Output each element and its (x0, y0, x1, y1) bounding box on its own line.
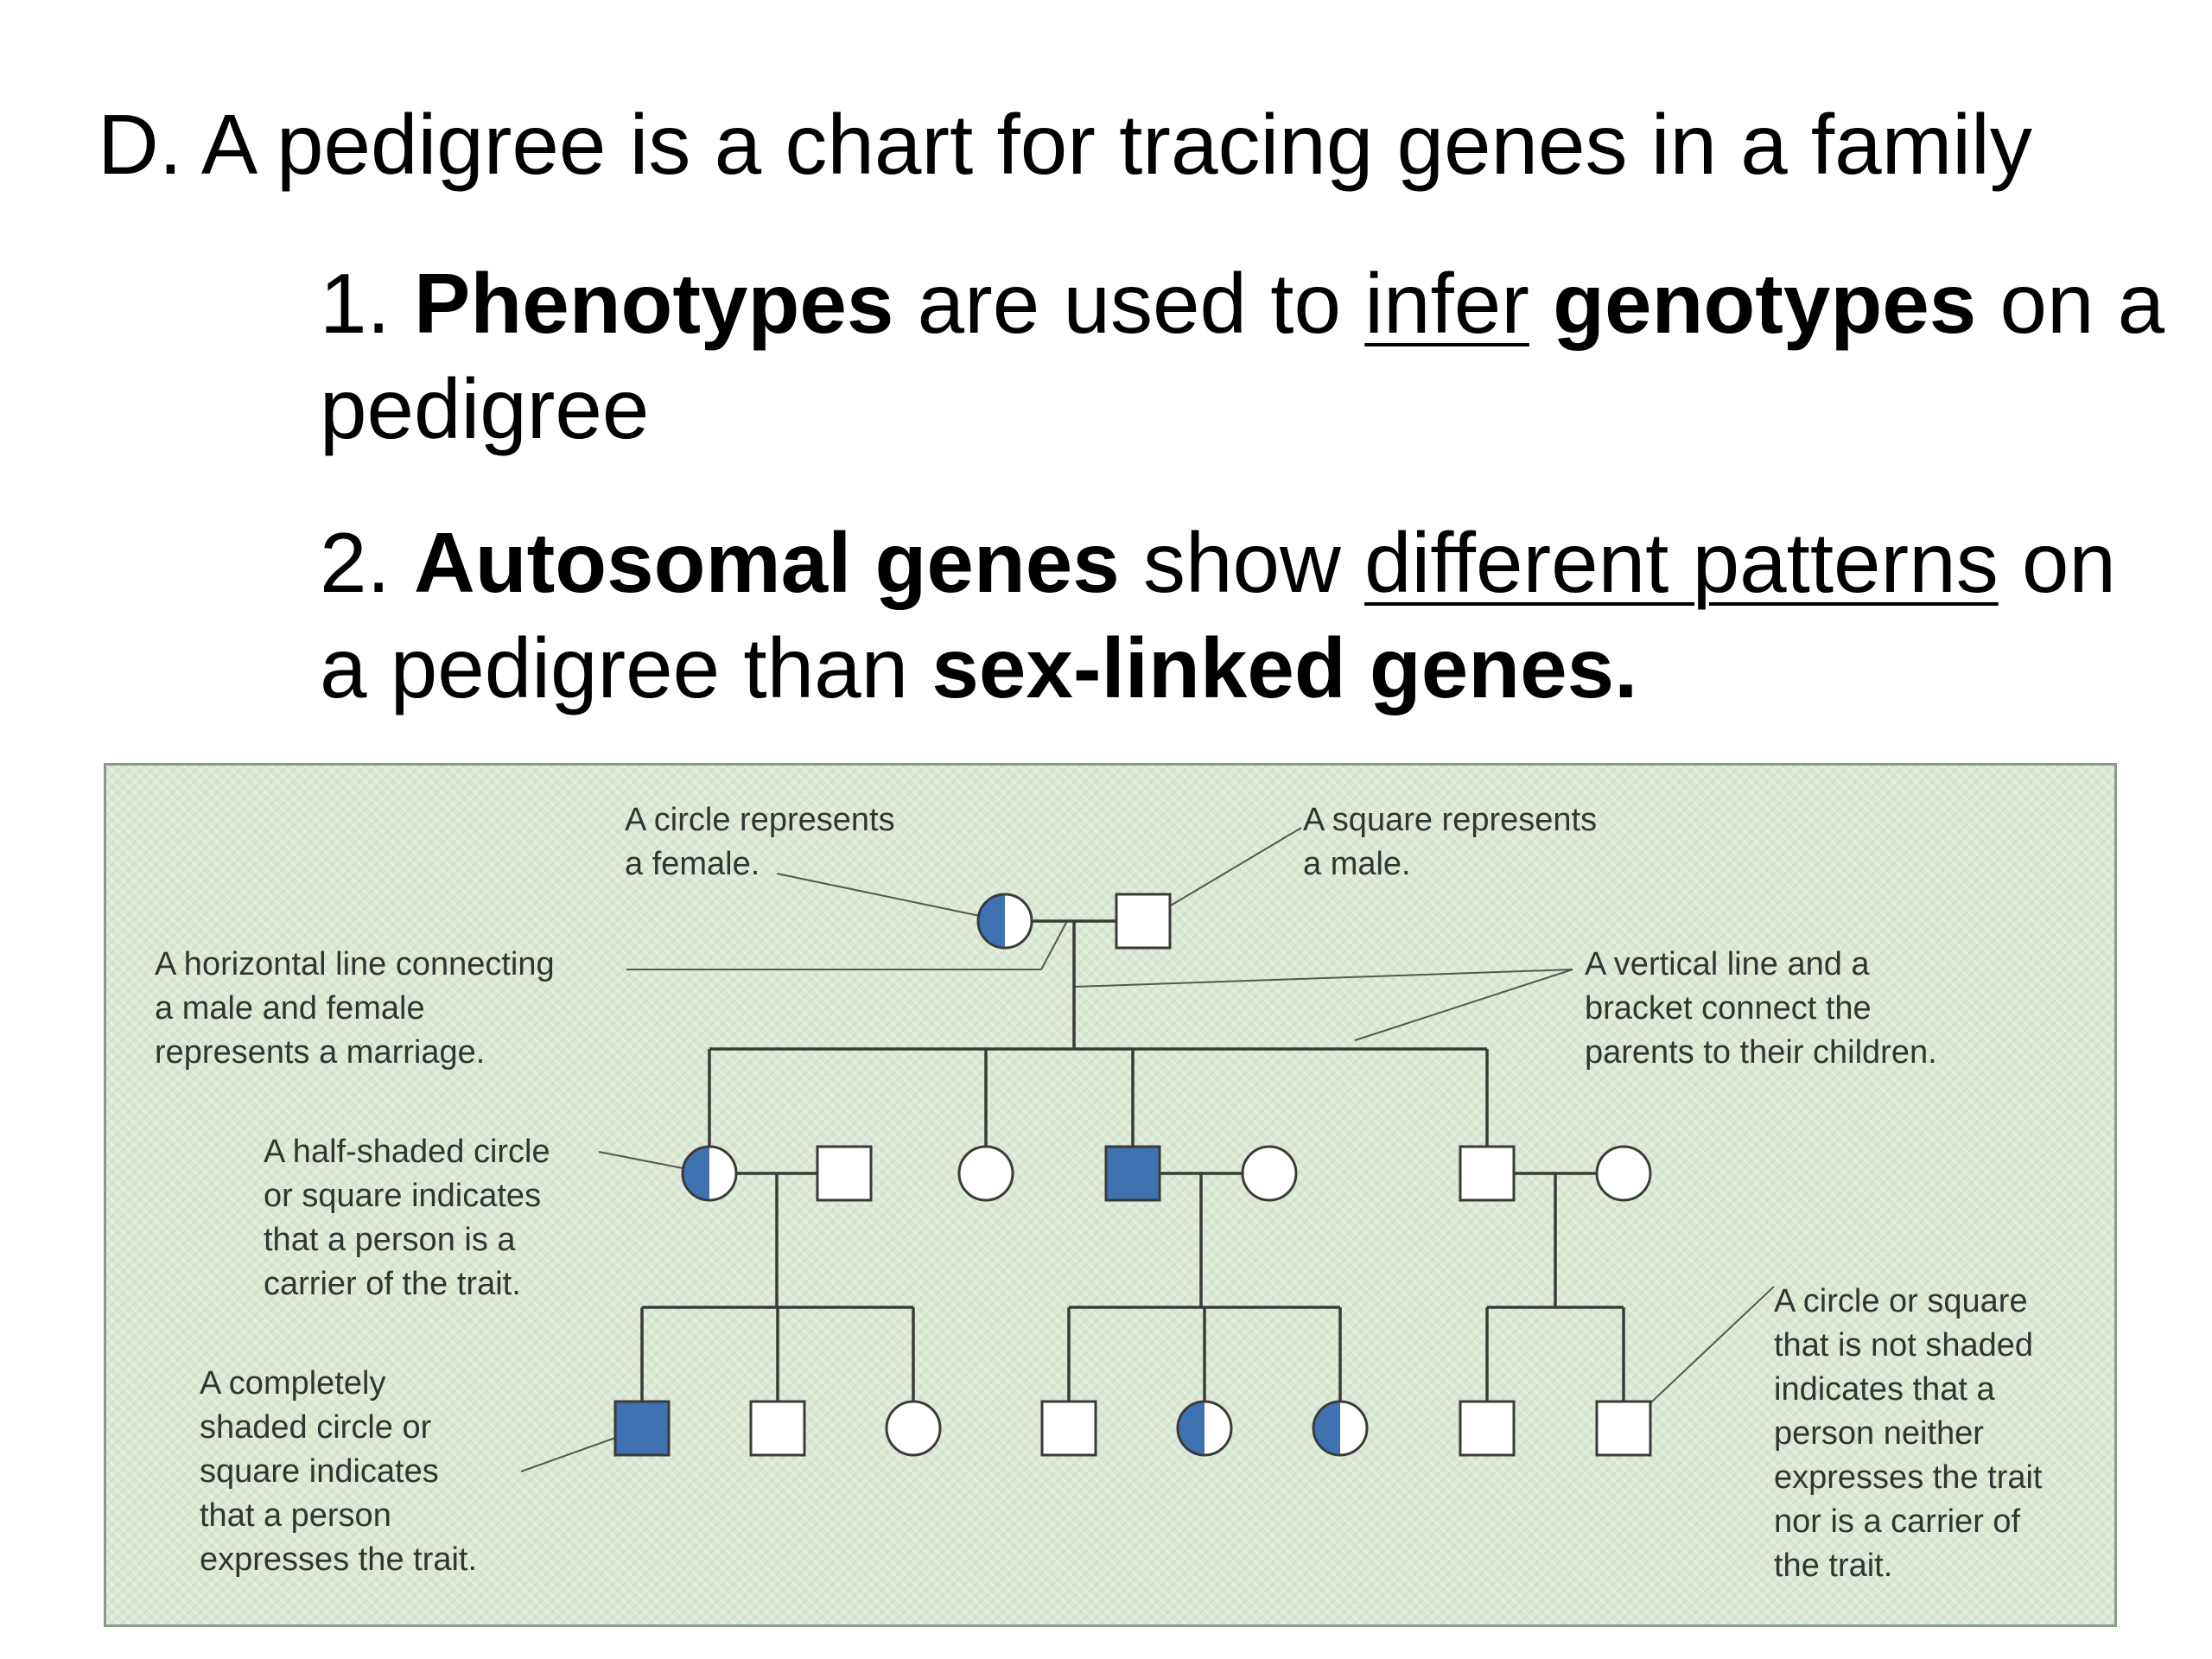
symbol-outline (885, 1400, 942, 1457)
point-1-number: 1. (320, 256, 414, 351)
half-shade (1313, 1402, 1340, 1455)
annotation-square-male: A square represents a male. (1303, 802, 1598, 882)
point-1: 1. Phenotypes are used to infer genotype… (320, 251, 2169, 461)
point-2-text-b: on a pedigree than (320, 515, 2116, 715)
person-gen2-2 (816, 1145, 873, 1202)
annotation-circle-female: A circle represents a female. (625, 802, 895, 882)
annotation-marriage-line: A horizontal line connecting a male and … (155, 946, 555, 1071)
annotation-not-shaded: A circle or square that is not shaded in… (1774, 1283, 2043, 1584)
person-gen2-1 (681, 1145, 738, 1202)
symbol-outline (613, 1400, 671, 1457)
point-1-text-a: are used to (893, 256, 1365, 351)
point-1-infer: infer (1364, 256, 1529, 351)
pointer-marriage-end (1040, 920, 1068, 970)
annotation-expresses-trait: A completely shaded circle or square ind… (200, 1365, 478, 1578)
symbol-outline (1104, 1145, 1161, 1202)
point-1-text-b (1529, 256, 1553, 351)
person-gen1-1 (976, 893, 1033, 950)
person-gen3-5 (1176, 1400, 1233, 1457)
point-2-different-patterns: different patterns (1364, 515, 1999, 610)
person-gen3-8 (1595, 1400, 1652, 1457)
symbol-outline (1115, 893, 1172, 950)
symbol-outline (749, 1400, 806, 1457)
person-gen2-4 (1104, 1145, 1161, 1202)
point-2-sex-linked-genes: sex-linked genes. (931, 620, 1638, 715)
point-1-phenotypes: Phenotypes (413, 256, 894, 351)
symbol-outline (1595, 1145, 1652, 1202)
person-gen2-7 (1595, 1145, 1652, 1202)
symbol-outline (681, 1145, 738, 1202)
symbol-outline (1312, 1400, 1369, 1457)
symbol-outline (976, 893, 1033, 950)
half-shade (683, 1147, 709, 1200)
pointer-square (1151, 827, 1302, 918)
pedigree-figure: A circle represents a female. A square r… (104, 763, 2117, 1627)
pointer-circle (776, 873, 1006, 922)
point-2-autosomal-genes: Autosomal genes (413, 515, 1120, 610)
symbol-outline (1459, 1145, 1516, 1202)
half-shade (1178, 1402, 1205, 1455)
pointer-bracket-b (1354, 969, 1573, 1041)
symbol-outline (816, 1145, 873, 1202)
symbol-outline (1595, 1400, 1652, 1457)
slide-heading: D. A pedigree is a chart for tracing gen… (98, 97, 2032, 192)
person-gen3-6 (1312, 1400, 1369, 1457)
person-gen2-6 (1459, 1145, 1516, 1202)
annotation-bracket: A vertical line and a bracket connect th… (1585, 946, 1937, 1071)
half-shade (978, 894, 1005, 948)
person-gen3-1 (613, 1400, 671, 1457)
symbol-outline (1040, 1400, 1097, 1457)
person-gen3-3 (885, 1400, 942, 1457)
symbol-outline (1459, 1400, 1516, 1457)
annotation-carrier: A half-shaded circle or square indicates… (264, 1134, 550, 1302)
person-gen3-4 (1040, 1400, 1097, 1457)
person-gen1-2 (1115, 893, 1172, 950)
annotation-pointers (520, 827, 1775, 1472)
symbol-outline (1241, 1145, 1298, 1202)
point-2-text-a: show (1119, 515, 1365, 610)
point-2-number: 2. (320, 515, 414, 610)
point-1-text-c: on a pedigree (320, 256, 2165, 456)
symbol-outline (1176, 1400, 1233, 1457)
person-gen3-2 (749, 1400, 806, 1457)
point-2: 2. Autosomal genes show different patter… (320, 510, 2169, 721)
person-gen2-3 (957, 1145, 1014, 1202)
pedigree-symbols (613, 893, 1652, 1457)
symbol-outline (957, 1145, 1014, 1202)
point-1-genotypes: genotypes (1553, 256, 1977, 351)
person-gen3-7 (1459, 1400, 1516, 1457)
pedigree-connectors (640, 919, 1625, 1402)
pedigree-diagram (520, 827, 1775, 1472)
person-gen2-5 (1241, 1145, 1298, 1202)
pointer-bracket-a (1073, 969, 1573, 988)
